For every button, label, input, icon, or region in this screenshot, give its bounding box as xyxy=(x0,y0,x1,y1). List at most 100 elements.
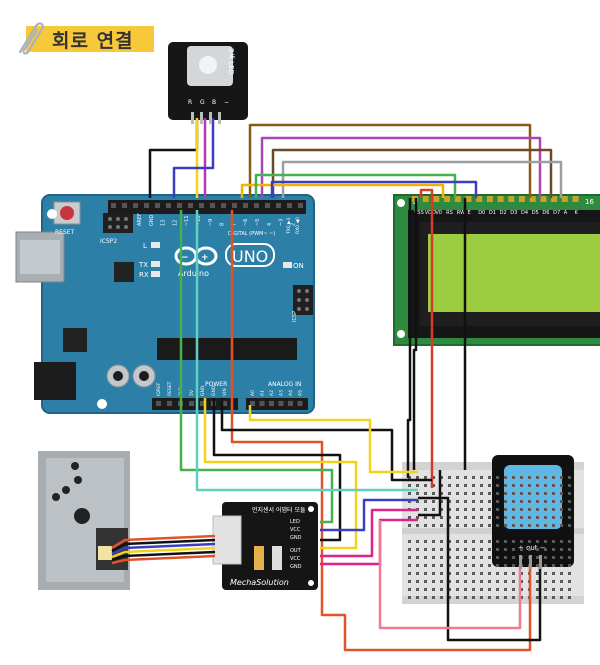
on-label: ON xyxy=(293,262,304,270)
breadboard-hole xyxy=(480,572,483,575)
breadboard-hole xyxy=(416,516,419,519)
breadboard-hole xyxy=(432,556,435,559)
breadboard-hole xyxy=(456,540,459,543)
breadboard-hole xyxy=(424,476,427,479)
svg-text:+: + xyxy=(201,253,209,263)
dht-pin xyxy=(519,555,522,569)
breadboard-hole xyxy=(560,508,563,511)
breadboard-hole xyxy=(560,492,563,495)
breadboard-hole xyxy=(520,540,523,543)
breadboard-hole xyxy=(528,516,531,519)
breadboard-hole xyxy=(544,540,547,543)
breadboard-hole xyxy=(408,556,411,559)
led-pin-label: − xyxy=(224,99,229,106)
breadboard-hole xyxy=(480,476,483,479)
breadboard-hole xyxy=(464,540,467,543)
arduino-pin-hole xyxy=(111,203,116,208)
breadboard-hole xyxy=(464,484,467,487)
breadboard-hole xyxy=(544,524,547,527)
breadboard-hole xyxy=(472,476,475,479)
breadboard-hole xyxy=(504,580,507,583)
breadboard-hole xyxy=(440,556,443,559)
breadboard-hole xyxy=(440,540,443,543)
breadboard-hole xyxy=(456,548,459,551)
breadboard-hole xyxy=(432,500,435,503)
breadboard-hole xyxy=(568,516,571,519)
lcd-pin xyxy=(551,196,558,202)
breadboard-hole xyxy=(552,484,555,487)
arduino-power-pin-label: RESET xyxy=(167,381,173,396)
breadboard-hole xyxy=(520,508,523,511)
breadboard-hole xyxy=(504,500,507,503)
wire-sensor-5 xyxy=(111,550,216,562)
breadboard-hole xyxy=(432,540,435,543)
breadboard-hole xyxy=(528,492,531,495)
breadboard-hole xyxy=(480,564,483,567)
breadboard-hole xyxy=(520,524,523,527)
breadboard-hole xyxy=(432,492,435,495)
breadboard-hole xyxy=(536,484,539,487)
breadboard-hole xyxy=(552,572,555,575)
breadboard-hole xyxy=(528,540,531,543)
breadboard-hole xyxy=(448,588,451,591)
breadboard-hole xyxy=(504,556,507,559)
breadboard-hole xyxy=(488,508,491,511)
breadboard-hole xyxy=(440,516,443,519)
breadboard-hole xyxy=(536,564,539,567)
breadboard-hole xyxy=(536,556,539,559)
breadboard-hole xyxy=(504,548,507,551)
arduino-pin-hole xyxy=(122,203,127,208)
breadboard-hole xyxy=(424,572,427,575)
arduino-pin-hole xyxy=(177,203,182,208)
arduino-top-pin-label: 2 xyxy=(290,223,296,226)
breadboard-hole xyxy=(496,540,499,543)
arduino-analog-hole xyxy=(250,401,255,406)
breadboard-hole xyxy=(440,572,443,575)
arduino-analog-hole xyxy=(297,401,303,406)
paperclip-icon xyxy=(18,22,44,55)
breadboard-hole xyxy=(568,572,571,575)
lcd-pin xyxy=(519,196,525,202)
lcd-pin-label: VSS xyxy=(414,210,424,216)
breadboard-hole xyxy=(552,540,555,543)
arduino-pin-hole xyxy=(133,203,138,208)
breadboard-hole xyxy=(440,484,443,487)
wire-blue-bb xyxy=(320,498,418,532)
breadboard-hole xyxy=(408,580,411,583)
breadboard-hole xyxy=(424,564,427,567)
breadboard-hole xyxy=(552,524,555,527)
arduino-power-hole xyxy=(156,401,161,406)
breadboard-hole xyxy=(480,524,483,527)
arduino-board: RESET ICSP2 L TX RX − + xyxy=(15,194,315,414)
adapter-pin-label: VCC xyxy=(290,556,301,562)
arduino-pin-hole xyxy=(188,203,193,208)
breadboard-hole xyxy=(472,540,475,543)
breadboard-hole xyxy=(416,540,419,543)
breadboard-hole xyxy=(512,564,515,567)
breadboard-hole xyxy=(448,484,451,487)
breadboard-hole xyxy=(512,484,515,487)
breadboard-hole xyxy=(520,492,523,495)
arduino-analog-hole xyxy=(278,401,284,406)
breadboard-hole xyxy=(504,596,507,599)
wire-lcd-vdd xyxy=(419,188,434,488)
breadboard-hole xyxy=(456,492,459,495)
breadboard-hole xyxy=(456,588,459,591)
breadboard-hole xyxy=(408,596,411,599)
lcd-pin-label: VDD xyxy=(425,210,436,216)
breadboard-hole xyxy=(496,524,499,527)
arduino-top-pin-label: ~9 xyxy=(208,219,214,226)
breadboard-hole xyxy=(408,588,411,591)
arduino-power-pin-label: GND xyxy=(200,385,206,396)
lcd-pin xyxy=(497,196,504,202)
breadboard-hole xyxy=(432,564,435,567)
breadboard-hole xyxy=(504,508,507,511)
breadboard-hole xyxy=(448,556,451,559)
breadboard-hole xyxy=(464,580,467,583)
breadboard-hole xyxy=(480,508,483,511)
wire-a0 xyxy=(248,405,418,474)
breadboard-hole xyxy=(456,508,459,511)
wire-lcd-rs xyxy=(254,173,457,198)
breadboard-hole xyxy=(464,516,467,519)
title-highlight xyxy=(26,26,154,52)
